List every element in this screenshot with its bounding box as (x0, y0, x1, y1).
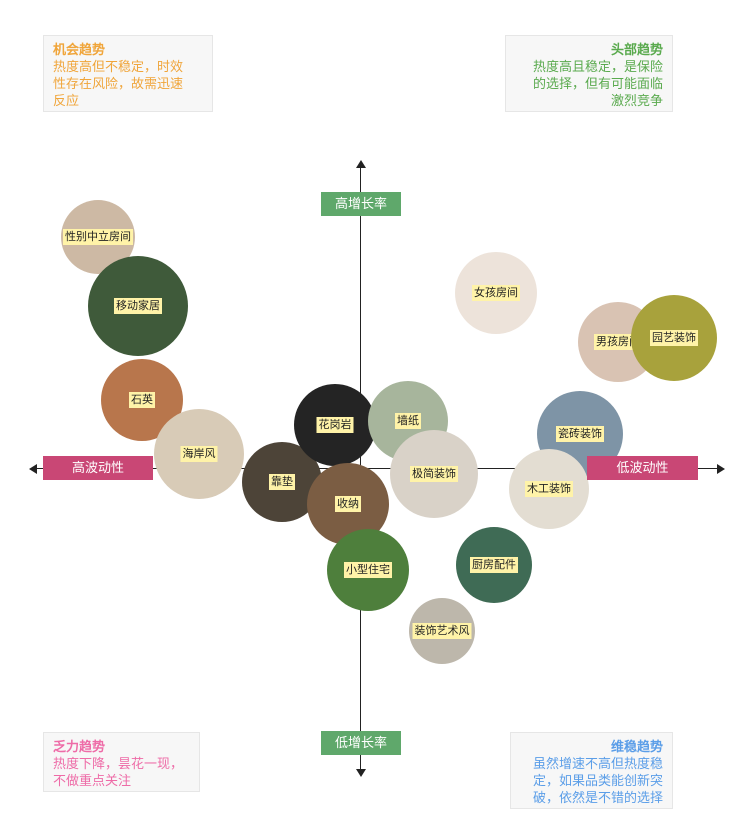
bubble-label: 移动家居 (114, 298, 162, 314)
quadrant-note-top-left: 机会趋势 热度高但不稳定，时效 性存在风险，故需迅速 反应 (43, 35, 213, 112)
bubble-label: 女孩房间 (472, 285, 520, 301)
horizontal-axis (36, 468, 718, 469)
quadrant-text-line: 热度下降，昙花一现， (53, 756, 184, 771)
bubble-label: 木工装饰 (525, 481, 573, 497)
bubble-label: 小型住宅 (344, 562, 392, 578)
trend-bubble-kitchen-accessories: 厨房配件 (456, 527, 532, 603)
quadrant-title: 头部趋势 (610, 42, 663, 57)
bubble-label: 石英 (129, 392, 155, 408)
bubble-label: 园艺装饰 (650, 330, 698, 346)
quadrant-text-line: 性存在风险，故需迅速 (53, 76, 184, 91)
axis-label-high-volatility: 高波动性 (43, 456, 153, 480)
trend-bubble-coastal: 海岸风 (154, 409, 244, 499)
quadrant-text-line: 破，依然是不错的选择 (532, 790, 663, 805)
bubble-label: 男孩房间 (594, 334, 642, 350)
arrow-right-icon (717, 464, 725, 474)
trend-bubble-woodwork-decor: 木工装饰 (509, 449, 589, 529)
quadrant-title: 机会趋势 (53, 42, 106, 57)
trend-bubble-mobile-home: 移动家居 (88, 256, 188, 356)
bubble-label: 装饰艺术风 (412, 623, 472, 639)
axis-label-low-growth: 低增长率 (321, 731, 401, 755)
axis-label-low-volatility: 低波动性 (587, 456, 698, 480)
trend-bubble-minimalist-decor: 极简装饰 (390, 430, 478, 518)
quadrant-text-line: 热度高且稳定，是保险 (532, 59, 663, 74)
quadrant-title: 维稳趋势 (610, 739, 663, 754)
quadrant-text-line: 的选择，但有可能面临 (532, 76, 663, 91)
bubble-label: 性别中立房间 (63, 229, 133, 245)
trend-bubble-granite: 花岗岩 (294, 384, 376, 466)
bubble-label: 花岗岩 (316, 417, 354, 433)
trend-bubble-garden-decor: 园艺装饰 (631, 295, 717, 381)
bubble-label: 靠垫 (269, 474, 295, 490)
trend-bubble-girls-room: 女孩房间 (455, 252, 537, 334)
bubble-label: 墙纸 (395, 413, 421, 429)
bubble-label: 极简装饰 (410, 466, 458, 482)
quadrant-text-line: 激烈竞争 (610, 93, 663, 108)
quadrant-note-top-right: 头部趋势 热度高且稳定，是保险 的选择，但有可能面临 激烈竞争 (505, 35, 673, 112)
bubble-label: 瓷砖装饰 (556, 426, 604, 442)
axis-label-high-growth: 高增长率 (321, 192, 401, 216)
quadrant-text-line: 定，如果品类能创新突 (532, 773, 663, 788)
arrow-up-icon (356, 160, 366, 168)
quadrant-text-line: 热度高但不稳定，时效 (53, 59, 184, 74)
quadrant-title: 乏力趋势 (53, 739, 106, 754)
quadrant-text-line: 反应 (53, 93, 80, 108)
trend-bubble-tiny-house: 小型住宅 (327, 529, 409, 611)
bubble-label: 收纳 (335, 496, 361, 512)
quadrant-text-line: 不做重点关注 (53, 773, 132, 788)
arrow-left-icon (29, 464, 37, 474)
quadrant-note-bottom-right: 维稳趋势 虽然增速不高但热度稳 定，如果品类能创新突 破，依然是不错的选择 (510, 732, 673, 809)
bubble-label: 海岸风 (180, 446, 218, 462)
trend-bubble-gender-neutral-room: 性别中立房间 (61, 200, 135, 274)
bubble-label: 厨房配件 (470, 557, 518, 573)
quadrant-text-line: 虽然增速不高但热度稳 (532, 756, 663, 771)
arrow-down-icon (356, 769, 366, 777)
quadrant-note-bottom-left: 乏力趋势 热度下降，昙花一现， 不做重点关注 (43, 732, 200, 792)
trend-bubble-art-deco: 装饰艺术风 (409, 598, 475, 664)
